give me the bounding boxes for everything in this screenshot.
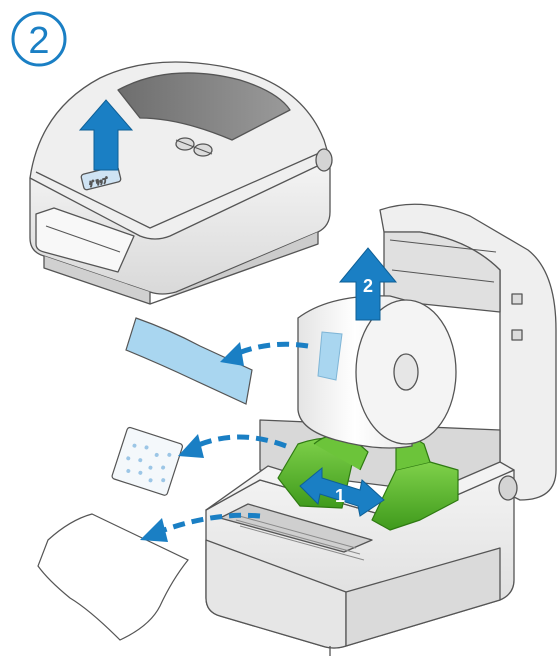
removed-desiccant-packet	[111, 427, 183, 496]
removal-arrow-tape	[236, 344, 308, 354]
slide-guides-step-label: 1	[335, 486, 345, 506]
printer-closed: ｸﾞﾘｯﾌﾟ	[30, 62, 332, 304]
step-number-label: 2	[28, 20, 49, 62]
step-number-badge: 2	[13, 13, 65, 65]
lift-roll-step-label: 2	[363, 276, 373, 296]
